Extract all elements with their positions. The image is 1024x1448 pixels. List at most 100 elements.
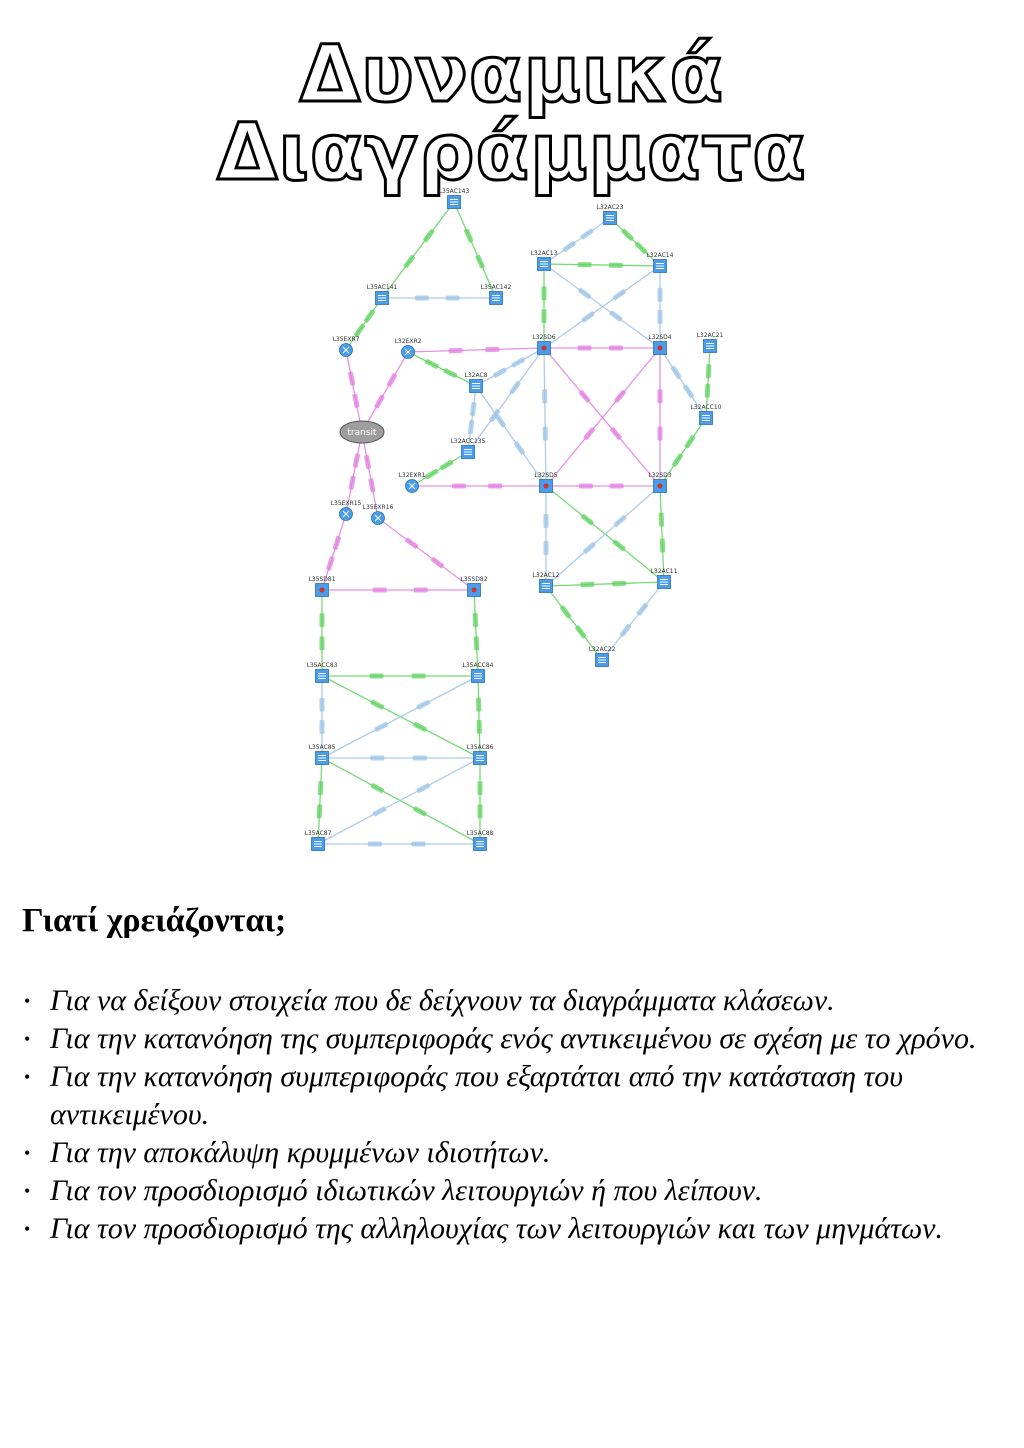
link-line (467, 385, 477, 453)
link-line (361, 351, 409, 433)
node-label: L35EXR15 (331, 500, 362, 507)
core-switch-dot (541, 345, 547, 351)
link-line (407, 351, 477, 387)
link-label (657, 287, 663, 302)
link-line (477, 675, 481, 759)
node-label: L35SD82 (460, 576, 487, 583)
link-label (405, 537, 419, 549)
link-label (367, 841, 382, 847)
list-item: •Για τον προσδιορισμό της αλληλουχίας τω… (22, 1210, 1002, 1248)
link-label (621, 228, 634, 241)
link-label (423, 229, 435, 243)
node-label: L32ACC10 (691, 404, 722, 411)
list-item: •Για την κατανόηση συμπεριφοράς που εξαρ… (24, 1060, 904, 1131)
link-label (575, 625, 587, 639)
link-label (583, 542, 596, 554)
node-label: L35AC143 (439, 188, 470, 195)
link-line (543, 347, 547, 487)
link-line (467, 347, 545, 453)
node-label: L35AC86 (467, 744, 494, 751)
link-label (612, 539, 626, 552)
bullet-icon: • (24, 1181, 31, 1201)
node-label: L35AC85 (309, 744, 336, 751)
node-label: L32AC23 (597, 204, 624, 211)
link-label (403, 255, 415, 269)
link-line (407, 347, 545, 353)
link-line (473, 589, 479, 677)
link-line (659, 417, 707, 487)
node-label: L35ACC83 (307, 662, 338, 669)
link-label (319, 636, 325, 651)
bullet-icon: • (24, 1219, 31, 1239)
node-label: L32AC8 (465, 372, 488, 379)
list-item: •Για την αποκάλυψη κρυμμένων ιδιοτήτων. (22, 1134, 1002, 1172)
link-line (659, 347, 707, 419)
list-item: •Για τον προσδιορισμό ιδιωτικών λειτουργ… (22, 1172, 1002, 1210)
link-label (369, 673, 384, 679)
switch-icon-mark (450, 199, 458, 205)
link-label (372, 587, 387, 593)
link-label (348, 475, 356, 490)
switch-icon-mark (476, 755, 484, 761)
link-line (321, 675, 479, 759)
link-label (580, 581, 595, 588)
link-label (386, 373, 398, 387)
link-label (352, 453, 360, 468)
link-label (581, 311, 595, 323)
link-label (489, 409, 501, 423)
link-label (326, 556, 335, 571)
node-label: L32SD3 (648, 472, 671, 479)
link-line (543, 217, 611, 265)
link-label (683, 384, 694, 399)
link-line (411, 451, 469, 487)
router-icon-mark (404, 348, 412, 356)
link-label (609, 483, 624, 489)
node-label: L35ACC84 (463, 662, 494, 669)
link-label (416, 699, 431, 710)
switch-icon-mark (598, 657, 606, 663)
link-label (562, 241, 576, 252)
page-title: Δυναμικά Διαγράμματα (216, 30, 808, 198)
router-icon-mark (408, 482, 416, 490)
switch-icon-mark (660, 579, 668, 585)
link-label (439, 459, 454, 471)
link-line (381, 201, 455, 299)
router-icon-mark (342, 346, 350, 354)
link-label (374, 394, 385, 409)
core-switch-dot (657, 345, 663, 351)
node-label: L35SD81 (308, 576, 335, 583)
link-label (411, 673, 426, 679)
link-label (541, 286, 547, 301)
link-label (464, 228, 474, 243)
link-label (413, 587, 428, 593)
link-label (578, 287, 592, 299)
link-label (542, 426, 548, 441)
link-label (636, 602, 649, 616)
link-label (317, 781, 324, 796)
link-label (485, 346, 500, 353)
link-label (476, 719, 482, 734)
bullet-icon: • (24, 1143, 31, 1163)
node-label: L35AC87 (305, 830, 332, 837)
switch-icon-mark (706, 343, 714, 349)
node-label: L35AC141 (367, 284, 398, 291)
link-label (413, 721, 427, 732)
switch-icon-mark (702, 415, 710, 421)
link-line (321, 513, 347, 591)
node-label: L32AC21 (697, 332, 724, 339)
router-icon-mark (342, 510, 350, 518)
node-label: L32AC13 (531, 250, 558, 257)
node-label: L32AC14 (647, 252, 674, 259)
link-label (543, 541, 549, 555)
link-label (475, 254, 485, 269)
link-label (332, 535, 341, 550)
link-label (580, 228, 594, 240)
node-label: L32EXR2 (395, 338, 422, 345)
link-label (473, 636, 480, 651)
cloud-icon (339, 420, 385, 444)
bullet-icon: • (24, 991, 31, 1011)
switch-icon-mark (476, 841, 484, 847)
link-label (412, 755, 427, 761)
link-label (316, 804, 323, 819)
